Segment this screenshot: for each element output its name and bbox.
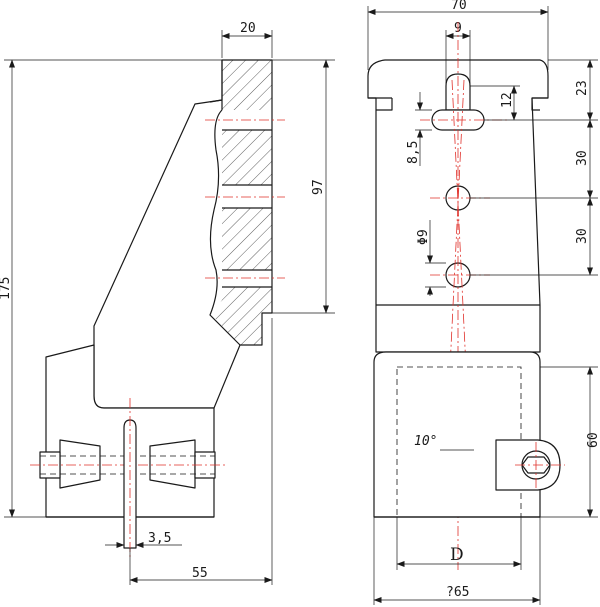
dim-left-top-width: 20 [221, 21, 273, 58]
dim-left-total-height-label: 175 [0, 277, 13, 300]
dim-left-section-height: 97 [272, 59, 335, 314]
dim-inner-diameter-label: D [450, 545, 464, 565]
dim-inner-diameter: D [396, 517, 522, 570]
clamp-bolt [30, 439, 225, 489]
hatched-section [209, 60, 272, 346]
dim-angle: 10° [414, 434, 474, 451]
dim-left-total-height: 175 [0, 59, 222, 518]
dim-angle-label: 10° [414, 434, 437, 449]
left-view: 20 [0, 21, 335, 585]
dim-slot-height-label: 12 [500, 92, 515, 108]
dim-right-vertical-chain: 23 30 30 12 [470, 59, 598, 276]
dim-right-left-side: 8,5 Φ9 [406, 92, 446, 296]
dim-left-section-height-label: 97 [311, 179, 326, 195]
side-lug [495, 439, 565, 491]
dim-hole-diameter-label: Φ9 [416, 229, 431, 245]
dim-wire-diameter-label: 3,5 [148, 531, 171, 546]
dim-left-depth: 55 [129, 318, 273, 585]
dim-top-offset-label: 23 [575, 80, 590, 96]
dim-left-depth-label: 55 [192, 566, 208, 581]
right-view: 70 9 [367, 0, 600, 605]
dim-pitch-1-label: 30 [575, 150, 590, 166]
dim-base-height-label: 60 [586, 432, 600, 448]
vertical-rod [123, 398, 137, 560]
dim-right-top-width: 70 [367, 0, 549, 70]
dim-slot-length-label: 8,5 [406, 141, 421, 164]
dim-base-height: 60 [540, 366, 600, 518]
dim-pitch-2-label: 30 [575, 228, 590, 244]
base-block-right [373, 351, 541, 518]
dim-left-top-width-label: 20 [240, 21, 256, 36]
dim-base-width-label: ?65 [446, 585, 469, 600]
dim-wire-diameter: 3,5 [105, 531, 182, 548]
dim-right-top-width-label: 70 [451, 0, 467, 13]
dim-base-width: ?65 [373, 517, 541, 605]
